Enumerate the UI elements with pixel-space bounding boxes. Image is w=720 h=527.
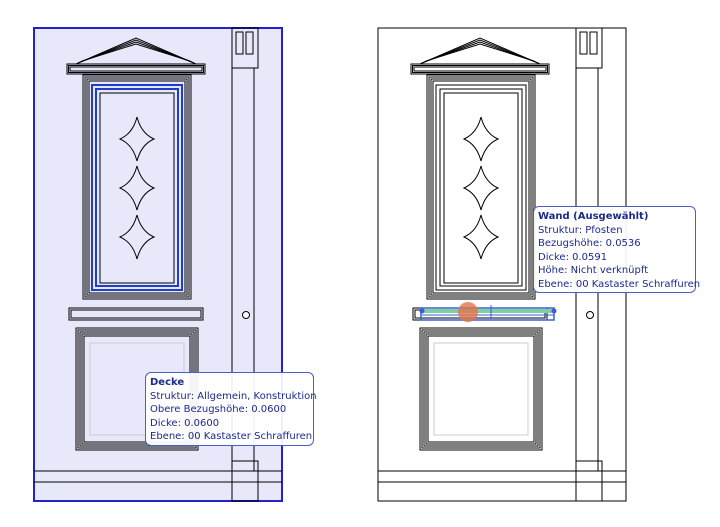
glass-pane [443, 92, 519, 284]
upper-panel-frame [428, 76, 534, 298]
tooltip-line-height: Höhe: Nicht verknüpft [538, 265, 649, 276]
upper-panel-frame [82, 74, 192, 300]
tooltip-line-top-elevation: Obere Bezugshöhe: 0.0600 [150, 404, 287, 415]
upper-panel-frame [430, 78, 532, 296]
lower-panel-frame [425, 333, 537, 445]
upper-panel-frame [426, 74, 536, 300]
lower-panel-frame [419, 327, 543, 451]
cornice [410, 63, 550, 75]
wall-handle-right [551, 308, 557, 314]
cornice [412, 65, 548, 73]
tooltip-line-thickness: Dicke: 0.0600 [150, 417, 220, 429]
pediment [421, 39, 539, 64]
post-cap [231, 27, 259, 69]
pediment [81, 43, 191, 62]
wall-info-tooltip: Wand (Ausgewählt) Struktur: Pfosten Bezu… [533, 206, 701, 293]
cursor-hotspot [458, 302, 478, 322]
diamond-ornament [462, 165, 500, 211]
wall-handle-left [419, 308, 425, 314]
post-cap-slot [245, 31, 254, 55]
lower-panel-frame [421, 329, 541, 449]
tooltip-title: Decke [150, 377, 185, 388]
slab-info-tooltip: Decke Struktur: Allgemein, Konstruktion … [145, 372, 317, 446]
post-cap-slot [235, 31, 244, 55]
tooltip-line-structure: Struktur: Allgemein, Konstruktion [150, 390, 317, 402]
door-knob [242, 311, 250, 319]
lower-panel-inner [433, 342, 529, 436]
post-base [231, 460, 259, 502]
door-knob [586, 311, 594, 319]
upper-panel-frame [432, 80, 530, 294]
tooltip-line-structure: Struktur: Pfosten [538, 224, 623, 236]
upper-panel-frame [84, 76, 190, 298]
selected-wall-outline [420, 307, 555, 321]
glass-frame [95, 88, 179, 287]
glass-frame [435, 84, 527, 291]
selected-wall-fill [422, 309, 553, 313]
tooltip-line-reference-height: Bezugshöhe: 0.0536 [538, 238, 641, 249]
pediment [425, 43, 535, 62]
upper-panel-frame [88, 80, 186, 294]
lower-panel-frame [427, 335, 535, 443]
tooltip-title: Wand (Ausgewählt) [538, 211, 649, 222]
cornice [69, 66, 203, 72]
cornice [413, 66, 547, 72]
diamond-ornament [118, 214, 156, 260]
post-base [575, 460, 603, 502]
tooltip-line-thickness: Dicke: 0.0591 [538, 251, 608, 263]
glass-frame [439, 88, 523, 287]
cornice [68, 65, 204, 73]
post-cap [575, 27, 603, 69]
diamond-ornament [462, 116, 500, 162]
pediment [423, 41, 537, 63]
cornice [66, 63, 206, 75]
mid-rail [68, 307, 204, 321]
diamond-ornament [462, 214, 500, 260]
glass-pane [99, 92, 175, 284]
tooltip-line-layer: Ebene: 00 Kastaster Schraffuren [538, 278, 701, 290]
lower-panel-frame [423, 331, 539, 447]
upper-panel-frame [86, 78, 188, 296]
glass-frame [91, 84, 183, 291]
tooltip-line-layer: Ebene: 00 Kastaster Schraffuren [150, 431, 313, 442]
diamond-ornament [118, 165, 156, 211]
mid-rail [70, 309, 202, 319]
diamond-ornament [118, 116, 156, 162]
post-cap-slot [589, 31, 598, 55]
post-cap-slot [579, 31, 588, 55]
